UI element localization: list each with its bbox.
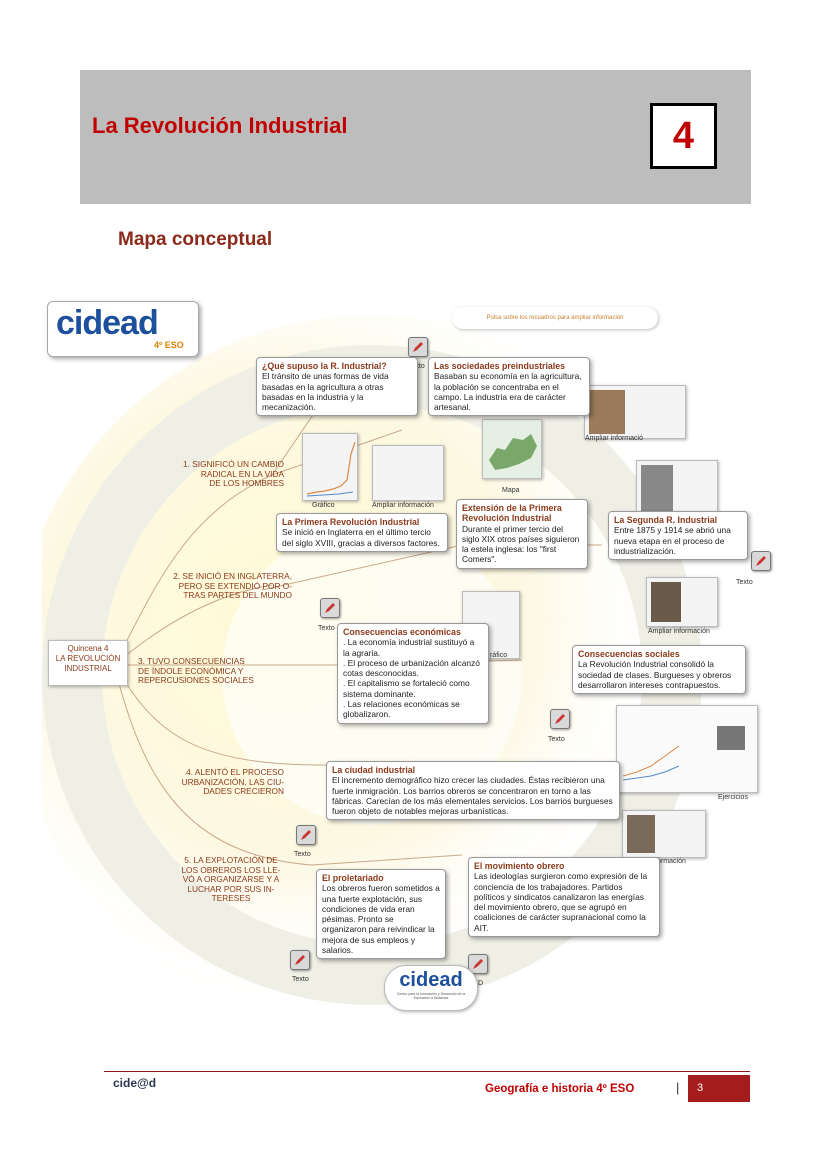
concept-map: cidead 4º ESO Pulsa sobre los recuadros … — [42, 295, 771, 1011]
ampliar-caption-2[interactable]: Ampliar informació — [585, 435, 643, 442]
box-que-supuso[interactable]: ¿Qué supuso la R. Industrial? El tránsit… — [256, 357, 418, 417]
instruction-pill: Pulsa sobre los recuadros para ampliar i… — [452, 307, 658, 329]
box-economicas[interactable]: Consecuencias económicas . La economía i… — [337, 623, 489, 724]
exercises-thumbnail[interactable] — [616, 705, 758, 793]
pencil-icon[interactable] — [296, 825, 316, 845]
grafico-caption-2: ráfico — [490, 652, 508, 659]
pencil-icon[interactable] — [751, 551, 771, 571]
texto-caption-6[interactable]: Texto — [292, 976, 309, 983]
branch-2-label: 2. SE INICIÓ EN INGLATERRA, PERO SE EXTE… — [173, 571, 292, 601]
box-sociedades[interactable]: Las sociedades preindustriales Basaban s… — [428, 357, 590, 417]
ampliar-caption-3[interactable]: Ampliar información — [648, 628, 710, 635]
pencil-icon[interactable] — [408, 337, 428, 357]
bottom-cidead-logo: cidead Centro para la Innovación y Desar… — [384, 965, 478, 1011]
box-segunda[interactable]: La Segunda R. Industrial Entre 1875 y 19… — [608, 511, 748, 561]
root-node[interactable]: Quincena 4 LA REVOLUCIÓN INDUSTRIAL — [48, 640, 128, 686]
header-banner: La Revolución Industrial 4 — [80, 70, 751, 204]
footer-course: Geografía e historia 4º ESO — [485, 1083, 635, 1095]
ampliar-caption-1[interactable]: Ampliar información — [372, 502, 434, 509]
section-subtitle: Mapa conceptual — [118, 229, 273, 250]
book-thumbnail-2[interactable] — [584, 385, 686, 439]
pencil-icon[interactable] — [468, 954, 488, 974]
texto-caption-3[interactable]: Texto — [318, 625, 335, 632]
chapter-number: 4 — [650, 103, 717, 169]
graph-thumbnail[interactable] — [302, 433, 358, 501]
branch-1-label: 1. SIGNIFICÓ UN CAMBIO RADICAL EN LA VID… — [183, 459, 284, 489]
page-title: La Revolución Industrial — [92, 113, 348, 138]
book-thumbnail-5[interactable] — [622, 810, 706, 858]
branch-4-label: 4. ALENTÓ EL PROCESO URBANIZACIÓN, LAS C… — [181, 767, 284, 797]
page-number: 3 — [688, 1075, 750, 1102]
grafico-caption: Gráfico — [312, 502, 335, 509]
pencil-icon[interactable] — [550, 709, 570, 729]
branch-3-label: 3. TUVO CONSECUENCIAS DE ÍNDOLE ECONÓMIC… — [138, 656, 254, 686]
mapa-caption: Mapa — [502, 487, 520, 494]
map-thumbnail[interactable] — [482, 419, 542, 479]
box-sociales[interactable]: Consecuencias sociales La Revolución Ind… — [572, 645, 746, 695]
texto-caption-4[interactable]: Texto — [548, 736, 565, 743]
ejercicios-caption[interactable]: Ejercicios — [718, 794, 748, 801]
footer-separator: | — [676, 1080, 680, 1095]
footer-logo: cide@d — [113, 1076, 157, 1090]
cidead-logo: cidead 4º ESO — [47, 301, 199, 357]
branch-5-label: 5. LA EXPLOTACIÓN DE LOS OBREROS LOS LLE… — [181, 855, 281, 904]
box-primera[interactable]: La Primera Revolución Industrial Se inic… — [276, 513, 448, 552]
texto-caption-7[interactable]: D — [478, 980, 484, 987]
book-thumbnail-4[interactable] — [646, 577, 718, 627]
pencil-icon[interactable] — [320, 598, 340, 618]
footer-divider — [104, 1071, 750, 1072]
box-extension[interactable]: Extensión de la Primera Revolución Indus… — [456, 499, 588, 569]
box-movimiento[interactable]: El movimiento obrero Las ideologías surg… — [468, 857, 660, 938]
texto-caption-2[interactable]: Texto — [736, 579, 753, 586]
book-thumbnail-1[interactable] — [372, 445, 444, 501]
pencil-icon[interactable] — [290, 950, 310, 970]
box-ciudad[interactable]: La ciudad industrial El incremento demog… — [326, 761, 620, 821]
book-thumbnail-3[interactable] — [636, 460, 718, 518]
texto-caption-5[interactable]: Texto — [294, 851, 311, 858]
box-proletariado[interactable]: El proletariado Los obreros fueron somet… — [316, 869, 446, 960]
